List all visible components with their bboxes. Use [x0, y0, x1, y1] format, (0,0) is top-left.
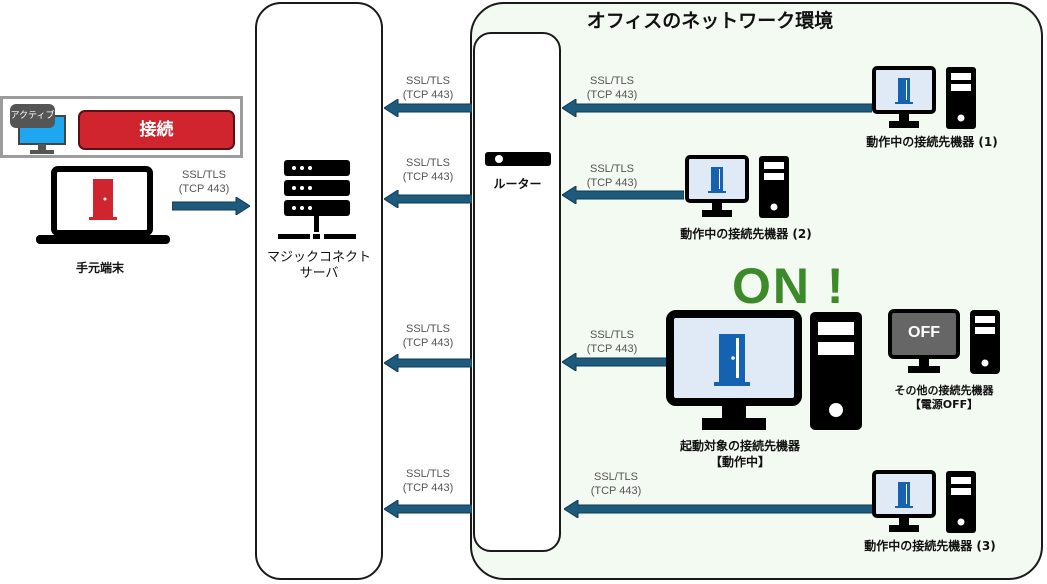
arrow-left	[384, 354, 472, 372]
protocol-label: SSL/TLS (TCP 443)	[572, 328, 652, 356]
client-device-label: 手元端末	[75, 261, 124, 275]
office-title: オフィスのネットワーク環境	[586, 10, 834, 32]
protocol-line1: SSL/TLS	[405, 75, 451, 87]
protocol-line2: (TCP 443)	[586, 343, 638, 355]
arrow-right	[172, 197, 250, 215]
protocol-label: SSL/TLS (TCP 443)	[572, 162, 652, 190]
protocol-line2: (TCP 443)	[586, 89, 638, 101]
protocol-label: SSL/TLS (TCP 443)	[388, 322, 468, 350]
protocol-line1: SSL/TLS	[405, 157, 451, 169]
protocol-line1: SSL/TLS	[405, 468, 451, 480]
router-column	[473, 32, 561, 552]
arrow-left	[564, 500, 874, 518]
target-pc-icon	[666, 310, 866, 438]
protocol-line2: (TCP 443)	[590, 485, 642, 497]
off-screen-text: OFF	[908, 324, 940, 341]
protocol-label: SSL/TLS (TCP 443)	[572, 74, 652, 102]
protocol-line1: SSL/TLS	[589, 163, 635, 175]
on-indicator: ON !	[732, 258, 846, 314]
off-pc-icon	[888, 308, 1004, 382]
target-device-label-line1: 起動対象の接続先機器	[679, 439, 800, 453]
protocol-line2: (TCP 443)	[402, 482, 454, 494]
pc-icon	[685, 155, 795, 225]
protocol-label: SSL/TLS (TCP 443)	[388, 467, 468, 495]
protocol-line2: (TCP 443)	[586, 177, 638, 189]
off-device-label: その他の接続先機器 【電源OFF】	[874, 384, 1014, 412]
device-label-2: 動作中の接続先機器 (2)	[680, 227, 812, 241]
off-device-label-line2: 【電源OFF】	[909, 398, 979, 411]
arrow-left	[384, 99, 472, 117]
protocol-line2: (TCP 443)	[402, 337, 454, 349]
door-icon	[895, 78, 913, 104]
protocol-line2: (TCP 443)	[402, 171, 454, 183]
magic-connect-server-column	[255, 2, 383, 580]
off-device-label-line1: その他の接続先機器	[894, 384, 994, 397]
router-label: ルーター	[493, 177, 542, 191]
laptop-icon	[34, 165, 174, 251]
pc-icon	[872, 470, 982, 540]
protocol-line1: SSL/TLS	[405, 323, 451, 335]
pc-icon	[872, 66, 982, 136]
server-label-line2: サーバ	[299, 266, 339, 281]
server-label: マジックコネクト サーバ	[258, 250, 380, 282]
protocol-line1: SSL/TLS	[589, 75, 635, 87]
door-icon	[714, 334, 750, 386]
protocol-line2: (TCP 443)	[178, 183, 230, 195]
arrow-left	[384, 190, 472, 208]
device-label-1: 動作中の接続先機器 (1)	[866, 135, 998, 149]
protocol-label: SSL/TLS (TCP 443)	[388, 156, 468, 184]
protocol-line1: SSL/TLS	[593, 471, 639, 483]
arrow-left	[562, 99, 872, 117]
arrow-left	[562, 186, 684, 204]
protocol-label: SSL/TLS (TCP 443)	[388, 74, 468, 102]
arrow-left	[562, 353, 670, 371]
protocol-label: SSL/TLS (TCP 443)	[576, 470, 656, 498]
protocol-line2: (TCP 443)	[402, 89, 454, 101]
server-label-line1: マジックコネクト	[266, 250, 371, 265]
target-device-label-line2: 【動作中】	[709, 455, 770, 469]
device-label-3: 動作中の接続先機器 (3)	[864, 539, 996, 553]
door-icon	[708, 167, 726, 193]
arrow-left	[384, 500, 472, 518]
active-badge: アクティブ	[10, 104, 55, 128]
door-icon	[895, 482, 913, 508]
connect-button[interactable]: 接続	[78, 110, 235, 150]
protocol-line1: SSL/TLS	[589, 329, 635, 341]
server-icon	[278, 158, 356, 248]
target-device-label: 起動対象の接続先機器 【動作中】	[670, 438, 810, 470]
router-icon	[485, 150, 551, 172]
protocol-label-client: SSL/TLS (TCP 443)	[164, 168, 244, 196]
protocol-line1: SSL/TLS	[181, 169, 227, 181]
door-icon	[89, 179, 117, 220]
